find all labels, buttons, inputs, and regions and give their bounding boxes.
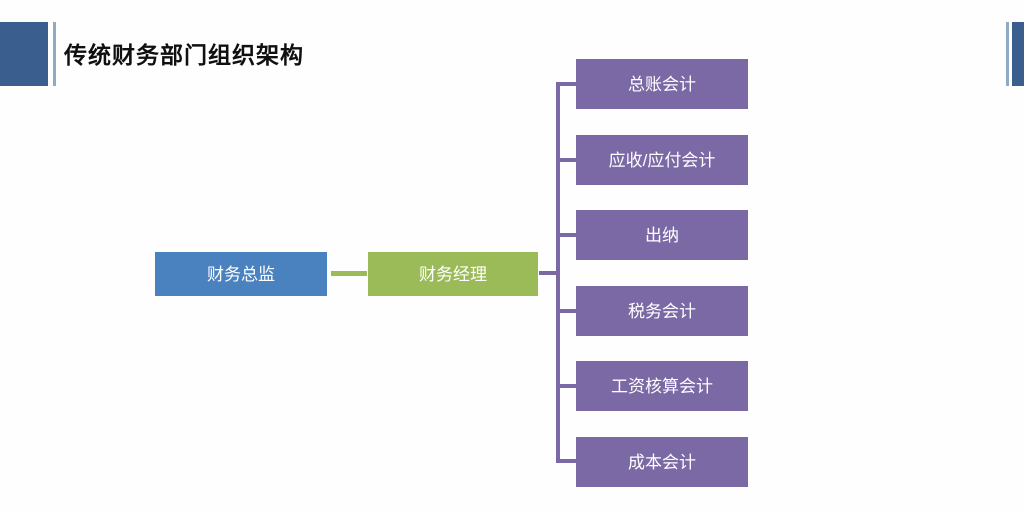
node-leaf-label-2: 应收/应付会计 — [608, 150, 716, 170]
node-payroll-accountant[interactable]: 工资核算会计 — [576, 361, 748, 411]
connector-branch-6 — [556, 459, 578, 463]
connector-director-to-manager — [331, 271, 367, 276]
node-leaf-label-1: 总账会计 — [628, 74, 696, 94]
connector-branch-1 — [556, 82, 578, 86]
connector-trunk-vertical — [556, 84, 560, 462]
header-accent-block — [0, 22, 48, 86]
node-finance-manager[interactable]: 财务经理 — [368, 252, 538, 296]
node-cashier[interactable]: 出纳 — [576, 210, 748, 260]
connector-branch-2 — [556, 158, 578, 162]
node-cost-accountant[interactable]: 成本会计 — [576, 437, 748, 487]
node-finance-director[interactable]: 财务总监 — [155, 252, 327, 296]
connector-manager-to-trunk — [539, 271, 558, 275]
connector-branch-3 — [556, 233, 578, 237]
node-leaf-label-3: 出纳 — [645, 225, 679, 245]
node-finance-director-label: 财务总监 — [207, 264, 275, 284]
node-leaf-label-6: 成本会计 — [628, 452, 696, 472]
node-ar-ap-accountant[interactable]: 应收/应付会计 — [576, 135, 748, 185]
node-leaf-label-5: 工资核算会计 — [611, 376, 713, 396]
node-tax-accountant[interactable]: 税务会计 — [576, 286, 748, 336]
connector-branch-4 — [556, 309, 578, 313]
header-accent-rule — [53, 22, 56, 86]
node-general-ledger-accountant[interactable]: 总账会计 — [576, 59, 748, 109]
right-accent-block — [1012, 22, 1024, 86]
node-finance-manager-label: 财务经理 — [419, 264, 487, 284]
right-accent-rule — [1006, 22, 1009, 86]
page-title: 传统财务部门组织架构 — [64, 42, 304, 68]
connector-branch-5 — [556, 384, 578, 388]
node-leaf-label-4: 税务会计 — [628, 301, 696, 321]
